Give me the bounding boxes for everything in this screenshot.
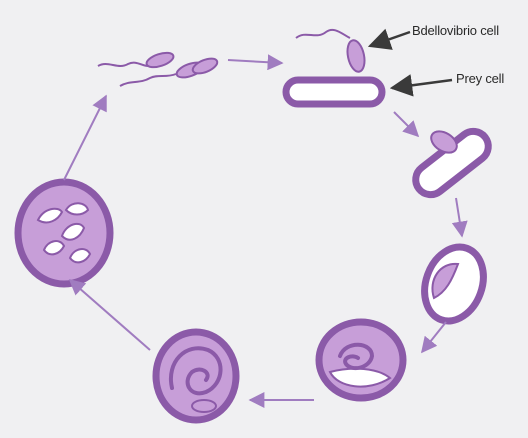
label-bdellovibrio-cell: Bdellovibrio cell <box>412 23 499 38</box>
stage-septation <box>156 332 236 420</box>
progeny-cell <box>66 203 88 214</box>
stage-growth <box>319 322 403 398</box>
label-prey-cell: Prey cell <box>456 71 504 86</box>
prey-cell <box>286 80 382 104</box>
filament-segment <box>192 400 216 412</box>
stage-progeny <box>18 182 110 284</box>
